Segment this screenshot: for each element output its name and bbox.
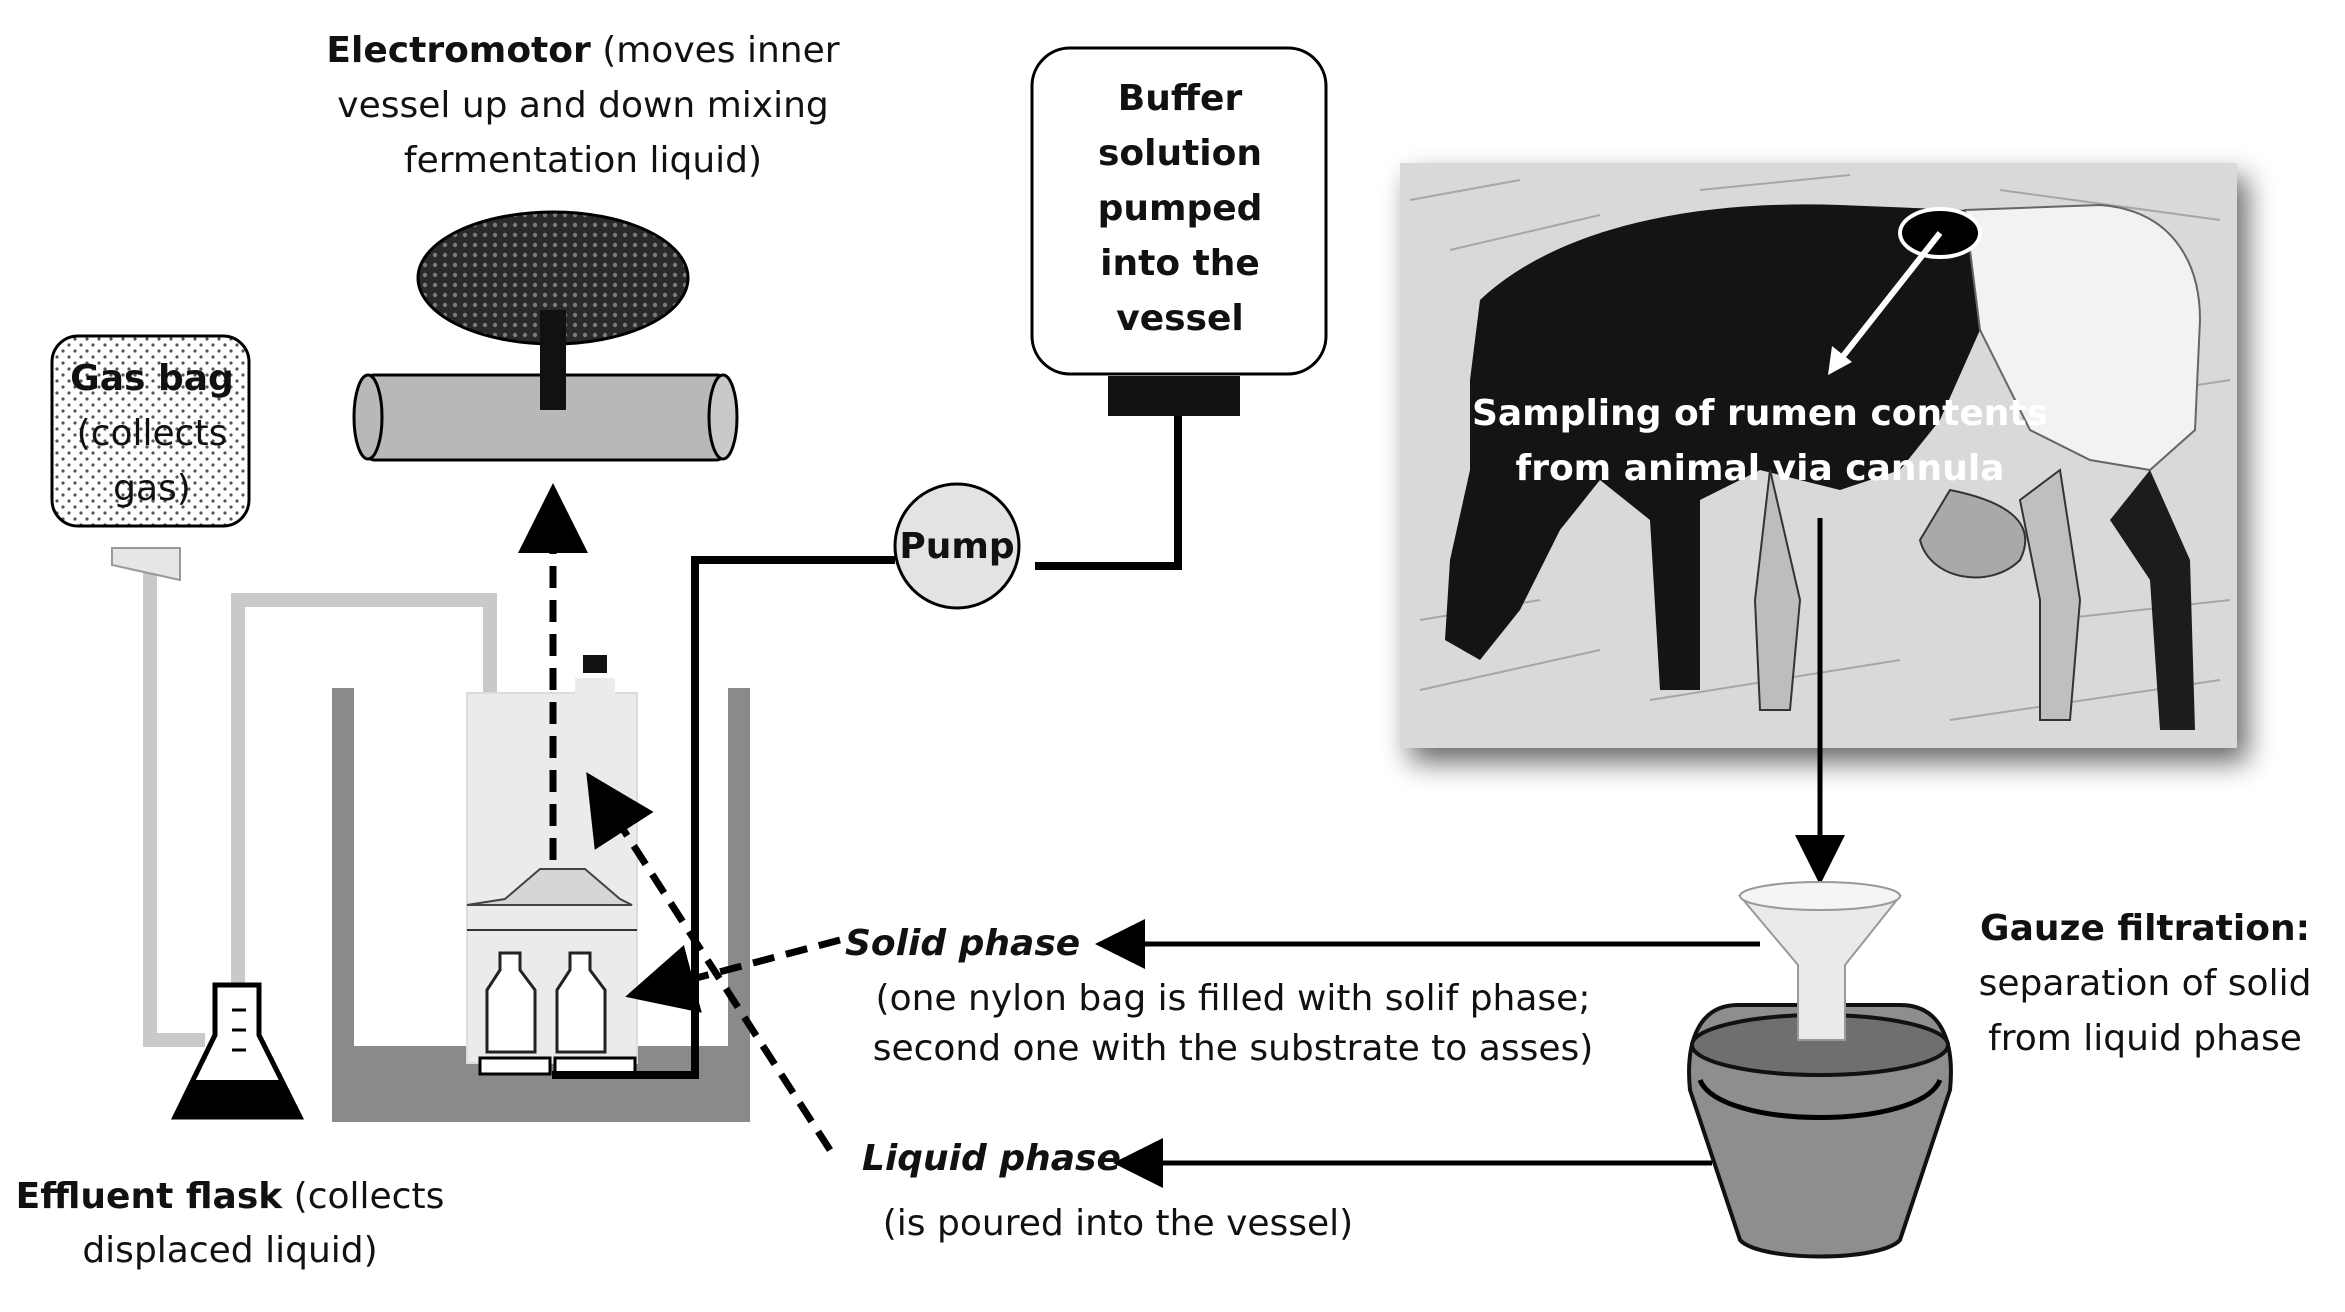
- buffer-box: [1030, 46, 1328, 376]
- effluent-label-rest: (collects: [282, 1176, 444, 1217]
- buffer-label-5: vessel: [1116, 298, 1244, 339]
- bucket-handle: [1697, 1078, 1943, 1120]
- vessel-cap: [583, 655, 607, 673]
- motor-cylinder-left-cap: [352, 373, 384, 461]
- buffer-label-2: solution: [1098, 133, 1262, 174]
- vessel-port: [575, 678, 615, 696]
- sampling-arrow-head: [1828, 346, 1852, 375]
- gas-tubing: [143, 548, 497, 1047]
- motor-rod: [540, 310, 566, 410]
- liquid-phase-desc: (is poured into the vessel): [883, 1203, 1353, 1244]
- electromotor: [352, 210, 739, 462]
- buffer-label-4: into the: [1100, 243, 1260, 284]
- liquid-phase-arrow: [586, 772, 833, 1152]
- gauze-label-3: from liquid phase: [1988, 1018, 2302, 1059]
- sampling-label-2: from animal via cannula: [1516, 448, 2005, 489]
- water-bath: [332, 655, 750, 1122]
- gauze-label-1: Gauze filtration:: [1980, 908, 2310, 949]
- liquid-phase-label: Liquid phase: [862, 1138, 1121, 1179]
- flask-liquid: [175, 1080, 300, 1117]
- gas-bag-label-1: Gas bag: [70, 358, 234, 399]
- gauze-label-2: separation of solid: [1979, 963, 2312, 1004]
- cow-front-leg: [1753, 469, 1802, 711]
- pump-circle: [893, 482, 1021, 610]
- buffer-label-1: Buffer: [1118, 78, 1243, 119]
- electromotor-label-line2: vessel up and down mixing: [337, 85, 828, 126]
- cow-white-patch: [1963, 203, 2202, 472]
- buffer-label-3: pumped: [1098, 188, 1263, 229]
- electromotor-label-bold: Electromotor: [326, 30, 591, 71]
- nylon-bag-1: [485, 951, 537, 1054]
- effluent-label-bold: Effluent flask: [16, 1176, 284, 1217]
- buffer-reservoir: Buffer solution pumped into the vessel: [1030, 46, 1328, 416]
- effluent-tube: [231, 593, 497, 1040]
- electromotor-label-line1: Electromotor (moves inner: [326, 30, 839, 71]
- gas-tube-left: [143, 548, 205, 1047]
- tank-walls: [332, 688, 750, 1122]
- gas-bag-label-3: gas): [113, 468, 191, 509]
- pump: Pump: [893, 482, 1021, 610]
- cow-body-dark: [1445, 204, 1980, 690]
- gauze-filter: [1687, 881, 1953, 1259]
- inner-vessel-lid: [466, 868, 633, 906]
- solid-phase-desc-1: (one nylon bag is filled with solif phas…: [876, 978, 1591, 1019]
- cow-rear-leg: [2110, 470, 2195, 730]
- pump-label: Pump: [899, 526, 1014, 567]
- solid-phase-desc-2: second one with the substrate to asses): [873, 1028, 1594, 1069]
- vessel-base-1: [478, 1056, 552, 1076]
- solid-phase-label: Solid phase: [845, 923, 1080, 964]
- effluent-label-line1: Effluent flask (collects: [16, 1176, 445, 1217]
- buffer-line-lower: [552, 556, 895, 1079]
- buffer-line-upper: [1035, 416, 1182, 570]
- motor-cylinder-right-cap: [707, 373, 739, 461]
- buffer-outlet: [1108, 376, 1240, 416]
- nylon-bag-2: [555, 951, 607, 1054]
- electromotor-label-rest: (moves inner: [591, 30, 840, 71]
- gas-bag-label-2: (collects: [77, 413, 228, 454]
- funnel-top: [1739, 881, 1901, 911]
- gas-valve: [111, 547, 181, 582]
- gas-bag: Gas bag (collects gas): [50, 334, 251, 528]
- effluent-flask: [170, 982, 305, 1120]
- sampling-label-1: Sampling of rumen contents: [1472, 393, 2048, 434]
- electromotor-label-line3: fermentation liquid): [404, 140, 762, 181]
- sampling-arrow: [1837, 231, 1943, 362]
- cow-hind-leg: [2018, 468, 2082, 721]
- gas-bag-box: [50, 334, 251, 528]
- solid-phase-arrow: [625, 936, 841, 1013]
- cow-udder: [1918, 488, 2027, 579]
- dashed-flows: [518, 483, 841, 1152]
- cow-illustration: Sampling of rumen contents from animal v…: [1409, 174, 2231, 730]
- effluent-label-line2: displaced liquid): [82, 1230, 377, 1271]
